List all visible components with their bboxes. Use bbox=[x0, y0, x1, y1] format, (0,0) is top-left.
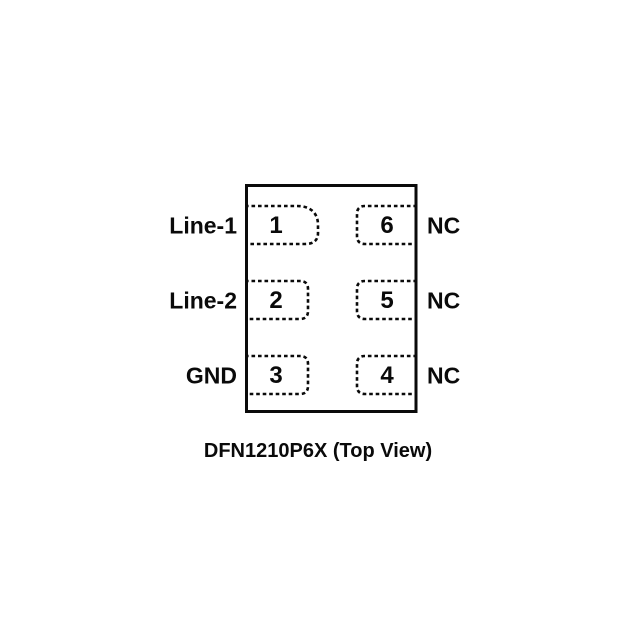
pin-6-label: NC bbox=[427, 212, 461, 239]
pin-6-pad bbox=[355, 204, 417, 246]
pin-1-label: Line-1 bbox=[169, 212, 237, 239]
pin-1-pad bbox=[245, 204, 320, 246]
pin-4-pad bbox=[355, 354, 417, 396]
pin-2-pad bbox=[245, 279, 310, 321]
pin-4-label: NC bbox=[427, 362, 461, 389]
pin-2-label: Line-2 bbox=[169, 287, 237, 314]
pin-3-pad bbox=[245, 354, 310, 396]
pin-3-label: GND bbox=[185, 362, 237, 389]
pin-3-number: 3 bbox=[269, 362, 283, 389]
pin-2-number: 2 bbox=[269, 287, 283, 314]
pin-6-number: 6 bbox=[380, 212, 394, 239]
pin-5-pad bbox=[355, 279, 417, 321]
pin-5-number: 5 bbox=[380, 287, 394, 314]
pin-4-number: 4 bbox=[380, 362, 394, 389]
pin-1-number: 1 bbox=[269, 212, 283, 239]
package-outline bbox=[245, 184, 418, 413]
diagram-caption: DFN1210P6X (Top View) bbox=[203, 440, 433, 462]
pin-5-label: NC bbox=[427, 287, 461, 314]
